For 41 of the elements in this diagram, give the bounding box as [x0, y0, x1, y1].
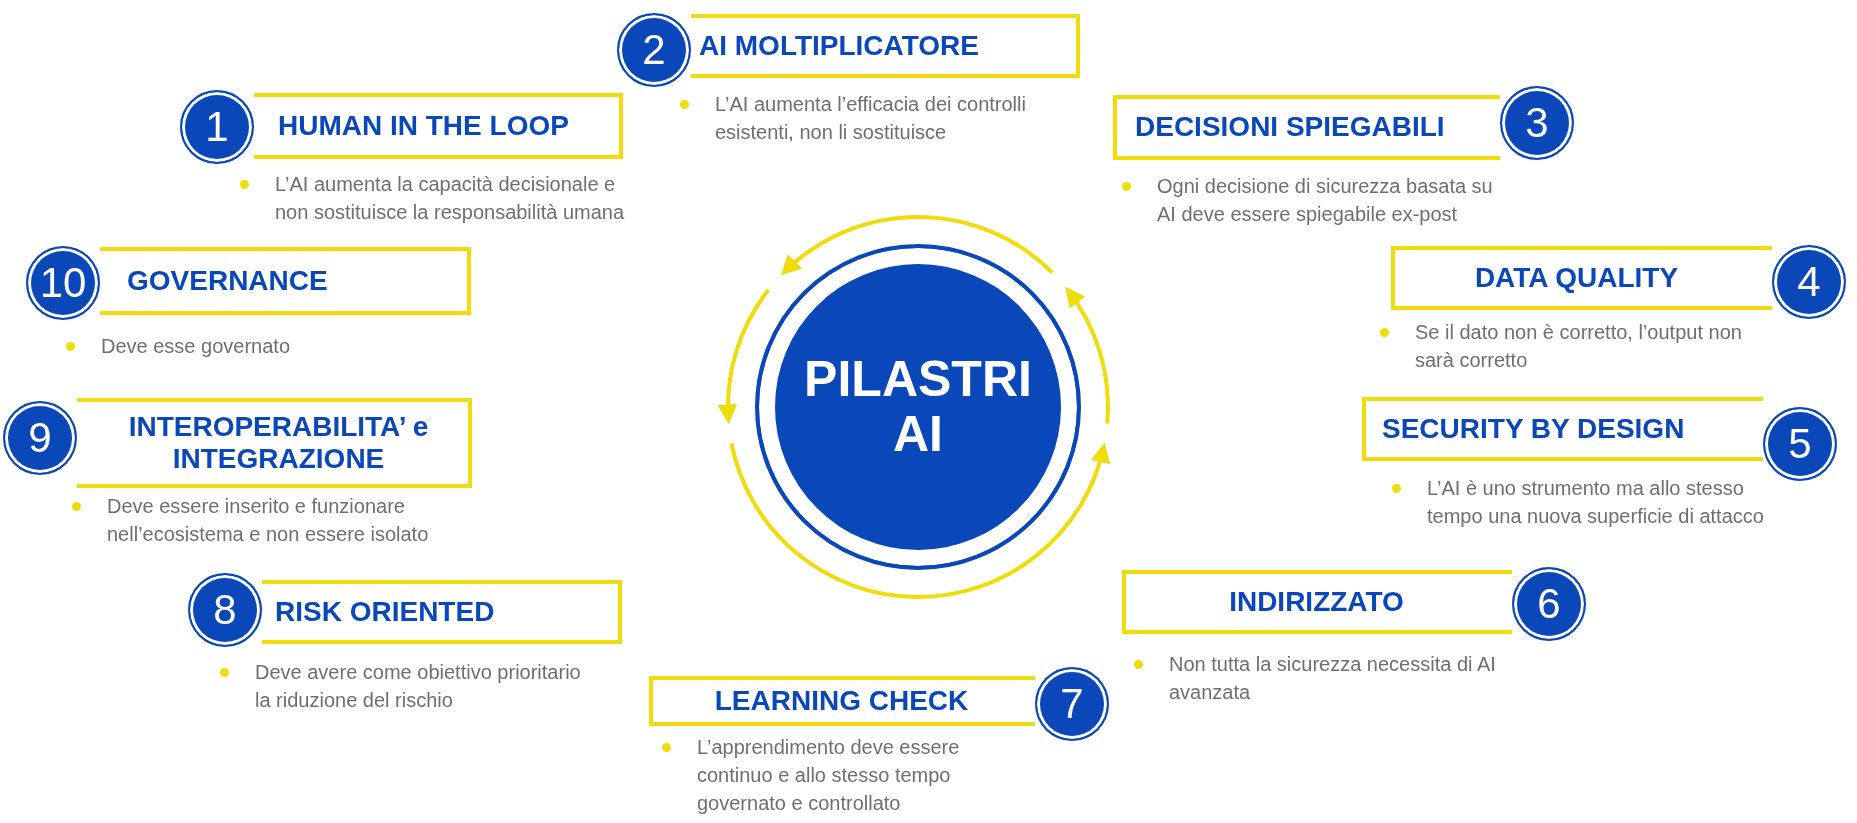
- pillar-title: DECISIONI SPIEGABILI: [1135, 111, 1445, 144]
- title-box: [262, 580, 622, 644]
- pillar-description: Deve esse governato: [101, 334, 290, 359]
- pillar-number: 2: [642, 29, 666, 71]
- pillar-number: 4: [1797, 261, 1821, 303]
- pillar-description: L’AI aumenta la capacità decisionale e non sostituisce la responsabilità umana: [275, 172, 626, 225]
- title-box: [1113, 95, 1500, 160]
- pillar-description: Se il dato non è corretto, l’output non sarà corretto: [1415, 320, 1743, 373]
- title-box: [1391, 246, 1772, 310]
- pillar-title: LEARNING CHECK: [714, 684, 969, 718]
- pillar-description: L’AI aumenta l’efficacia dei controlli esistenti, non li sostituisce: [715, 92, 1027, 145]
- pillar-number: 9: [28, 417, 52, 459]
- title-box: [77, 398, 472, 488]
- title-box: [1122, 570, 1512, 634]
- pillar-title: SECURITY BY DESIGN: [1382, 412, 1685, 446]
- pillar-description: L’AI è uno strumento ma allo stesso tempo una nuova superficie di attacco: [1427, 476, 1765, 529]
- title-box: [1362, 397, 1763, 461]
- pillar-title: GOVERNANCE: [127, 264, 328, 298]
- pillar-description: Non tutta la sicurezza necessita di AI avanzata: [1169, 652, 1497, 705]
- pillar-number: 6: [1537, 583, 1561, 625]
- title-box: [254, 93, 623, 159]
- pillar-description: Deve essere inserito e funzionare nell’ecosistema e non essere isolato: [107, 494, 430, 547]
- pillar-description: Ogni decisione di sicurezza basata su AI deve essere spiegabile ex-post: [1157, 174, 1494, 227]
- pillar-title: INDIRIZZATO: [1229, 585, 1404, 619]
- pillar-number: 3: [1525, 102, 1549, 144]
- pillar-title: DATA QUALITY: [1474, 261, 1679, 295]
- pillar-number: 1: [205, 106, 229, 148]
- pillar-title: HUMAN IN THE LOOP: [278, 109, 569, 143]
- center-title: PILASTRI AI: [803, 352, 1033, 462]
- pillar-number: 5: [1788, 423, 1812, 465]
- pillar-title: RISK ORIENTED: [275, 595, 495, 629]
- pillar-title: AI MOLTIPLICATORE: [699, 29, 979, 63]
- pillar-number: 7: [1060, 683, 1084, 725]
- title-box: [100, 247, 471, 315]
- pillar-title: INTEROPERABILITA’ e INTEGRAZIONE: [127, 410, 430, 476]
- title-box: [691, 14, 1080, 78]
- pillar-description: Deve avere come obiettivo prioritario la riduzione del rischio: [255, 660, 582, 713]
- pillar-number: 8: [213, 589, 237, 631]
- pillar-number: 10: [39, 262, 87, 304]
- pillar-description: L’apprendimento deve essere continuo e allo stesso tempo governato e controllato: [697, 735, 961, 816]
- title-box: [649, 676, 1035, 726]
